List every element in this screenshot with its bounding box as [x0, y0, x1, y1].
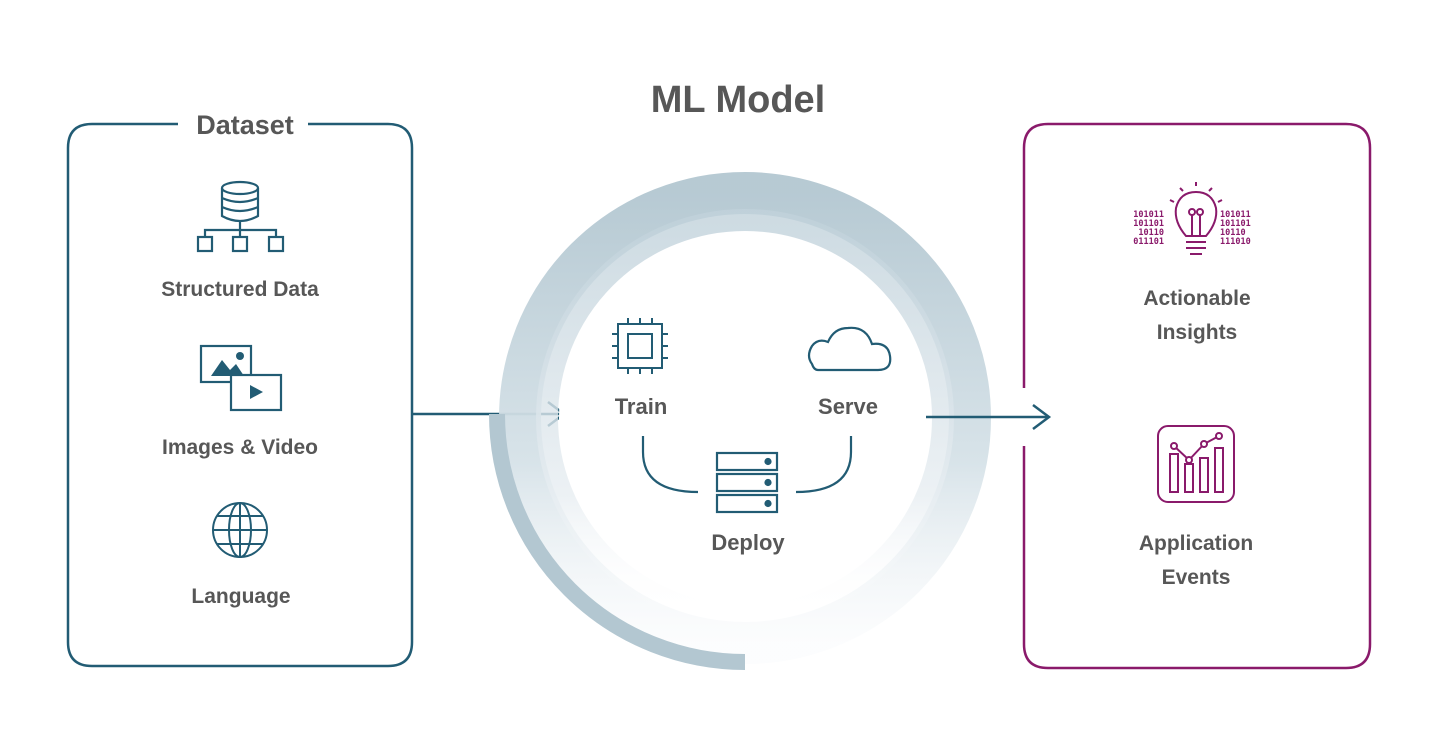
binary-right-1: 101011 [1220, 210, 1251, 220]
server-icon [715, 451, 779, 514]
output-arrow [926, 404, 1052, 430]
dataset-panel: Dataset Structured Data Images & Video [66, 110, 414, 668]
diagram-title: ML Model [651, 79, 826, 121]
binary-left-1: 101011 [1133, 210, 1164, 220]
cycle-connectors [641, 436, 853, 494]
deploy-label: Deploy [711, 530, 785, 555]
actionable-insights-line2: Insights [1157, 321, 1238, 344]
train-label: Train [615, 394, 668, 419]
binary-left-4: 011101 [1133, 237, 1164, 247]
chip-icon [612, 318, 668, 374]
application-events-line1: Application [1139, 532, 1253, 555]
dataset-heading: Dataset [196, 110, 294, 140]
media-icon [199, 344, 283, 412]
application-events-line2: Events [1162, 566, 1231, 589]
cloud-icon [807, 326, 892, 372]
dataset-border [66, 122, 414, 668]
lightbulb-binary-icon: 101011 101101 10110 011101 101011 101101… [1133, 182, 1251, 255]
binary-left-2: 101101 [1133, 219, 1164, 229]
analytics-chart-icon [1157, 425, 1235, 503]
database-icon [196, 180, 285, 253]
outputs-panel: 101011 101101 10110 011101 101011 101101… [1022, 122, 1372, 670]
language-label: Language [191, 585, 290, 608]
binary-left-3: 10110 [1138, 228, 1164, 238]
serve-label: Serve [818, 394, 878, 419]
binary-right-2: 101101 [1220, 219, 1251, 229]
images-video-label: Images & Video [162, 436, 318, 459]
binary-right-3: 10110 [1220, 228, 1246, 238]
structured-data-label: Structured Data [161, 278, 319, 301]
binary-right-4: 111010 [1220, 237, 1251, 247]
actionable-insights-line1: Actionable [1143, 287, 1250, 310]
globe-icon [212, 502, 268, 558]
ml-cycle-ring [489, 172, 991, 670]
outputs-border [1022, 122, 1372, 670]
